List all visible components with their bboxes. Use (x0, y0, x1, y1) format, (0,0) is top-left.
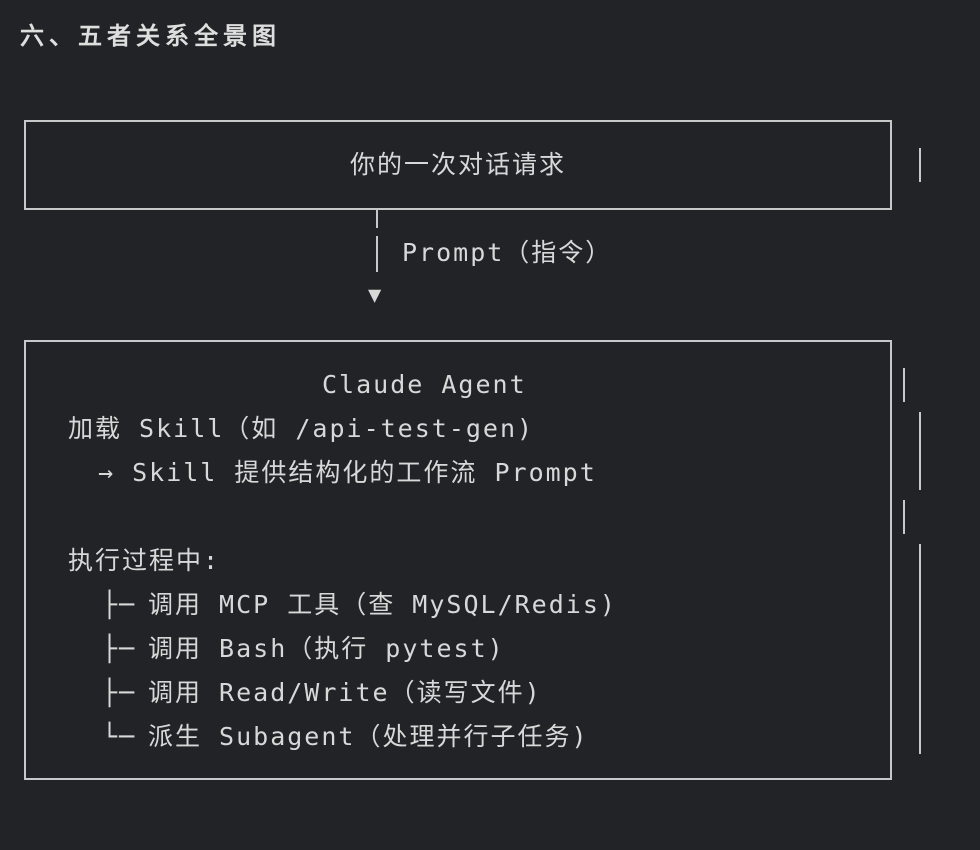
section-title: 六、五者关系全景图 (20, 22, 281, 50)
agent-box-right-edge-2 (919, 412, 921, 490)
down-arrow-icon: ▼ (368, 283, 382, 308)
execution-header: 执行过程中: (68, 546, 221, 575)
agent-box-right-edge-1 (903, 368, 905, 402)
step-subagent: └─ 派生 Subagent（处理并行子任务) (102, 722, 589, 752)
step-mcp: ├─ 调用 MCP 工具（查 MySQL/Redis) (102, 590, 617, 620)
agent-box-right-edge-4 (919, 544, 921, 754)
agent-box (24, 340, 892, 780)
tree-end-icon: └─ (102, 722, 137, 751)
skill-provide-line: → Skill 提供结构化的工作流 Prompt (98, 458, 597, 487)
connector-line-top (376, 210, 378, 228)
step-text: 调用 MCP 工具（查 MySQL/Redis) (148, 590, 617, 619)
request-box-right-edge (919, 148, 921, 182)
tree-branch-icon: ├─ (102, 634, 137, 663)
request-label: 你的一次对话请求 (349, 150, 566, 179)
agent-title: Claude Agent (322, 370, 527, 399)
agent-box-right-edge-3 (903, 500, 905, 534)
step-bash: ├─ 调用 Bash（执行 pytest) (102, 634, 505, 664)
step-text: 调用 Read/Write（读写文件) (148, 678, 542, 707)
connector-label: Prompt（指令） (402, 238, 613, 267)
request-box (24, 120, 892, 210)
step-text: 派生 Subagent（处理并行子任务) (148, 722, 589, 751)
tree-branch-icon: ├─ (102, 590, 137, 619)
step-read-write: ├─ 调用 Read/Write（读写文件) (102, 678, 542, 708)
tree-branch-icon: ├─ (102, 678, 137, 707)
skill-load-line: 加载 Skill（如 /api-test-gen) (68, 414, 535, 443)
step-text: 调用 Bash（执行 pytest) (148, 634, 505, 663)
connector-line-bottom (376, 236, 378, 272)
